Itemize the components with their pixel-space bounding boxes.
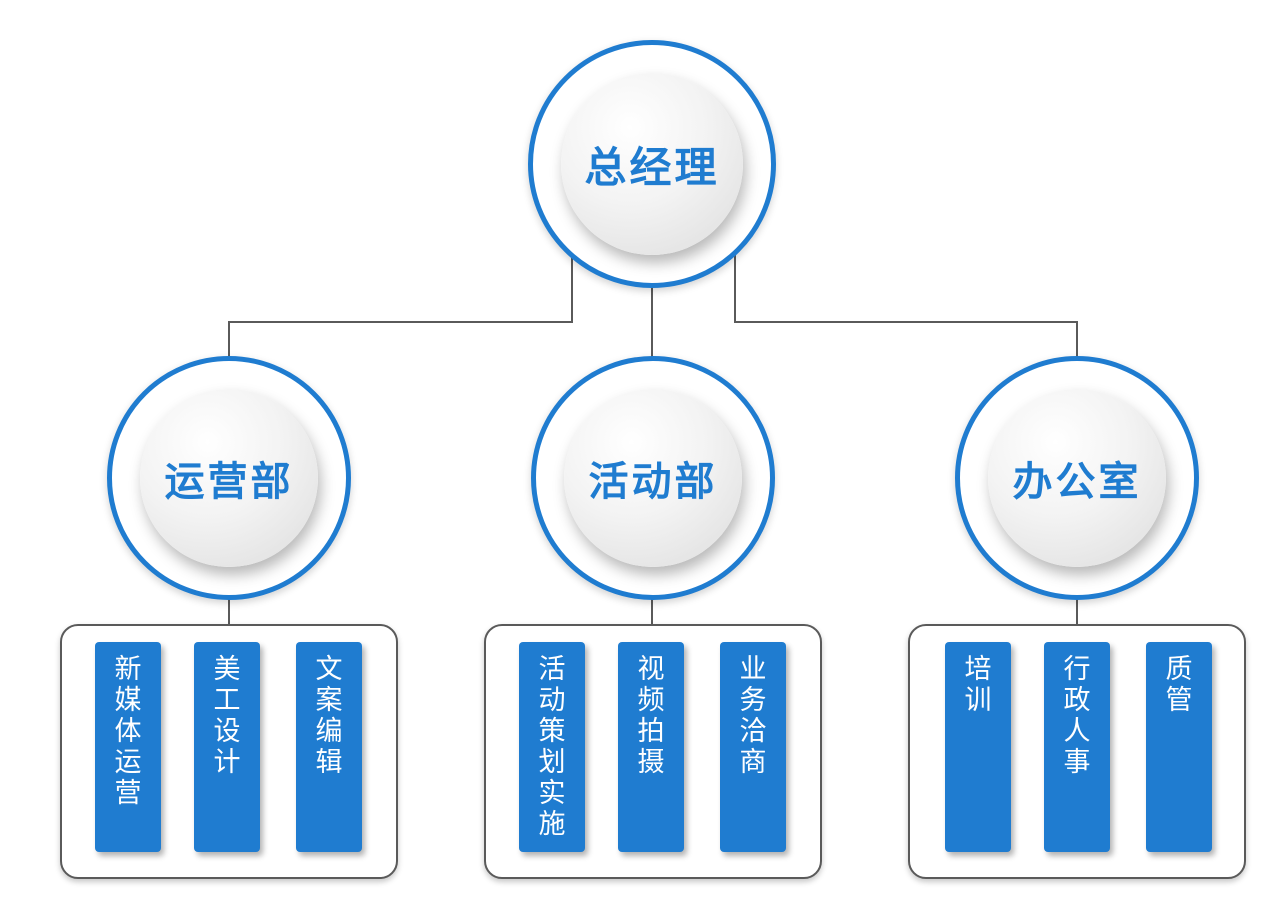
- duty-box[interactable]: 文案编辑: [296, 642, 362, 852]
- duty-group-activities: 活动策划实施 视频拍摄 业务洽商: [484, 624, 822, 879]
- duty-label: 视频拍摄: [637, 654, 665, 778]
- duty-label: 行政人事: [1063, 654, 1091, 778]
- duty-box[interactable]: 活动策划实施: [519, 642, 585, 852]
- root-node[interactable]: 总经理: [528, 40, 776, 288]
- duty-label: 培训: [964, 654, 992, 716]
- duty-box[interactable]: 质管: [1146, 642, 1212, 852]
- duty-box[interactable]: 培训: [945, 642, 1011, 852]
- duty-box[interactable]: 新媒体运营: [95, 642, 161, 852]
- duty-group-office: 培训 行政人事 质管: [908, 624, 1246, 879]
- duty-box[interactable]: 视频拍摄: [618, 642, 684, 852]
- duty-label: 业务洽商: [739, 654, 767, 778]
- dept-node-operations[interactable]: 运营部: [107, 356, 351, 600]
- root-node-label: 总经理: [584, 142, 720, 192]
- dept-node-face: 办公室: [988, 389, 1166, 567]
- duty-group-operations: 新媒体运营 美工设计 文案编辑: [60, 624, 398, 879]
- dept-node-office[interactable]: 办公室: [955, 356, 1199, 600]
- duty-label: 新媒体运营: [114, 654, 142, 809]
- dept-node-label: 办公室: [1012, 459, 1142, 505]
- connector-root-to-dept-1: [228, 250, 573, 360]
- dept-node-face: 运营部: [140, 389, 318, 567]
- root-node-face: 总经理: [561, 73, 743, 255]
- duty-label: 美工设计: [213, 654, 241, 778]
- duty-label: 文案编辑: [315, 654, 343, 778]
- dept-node-face: 活动部: [564, 389, 742, 567]
- dept-node-label: 活动部: [588, 459, 718, 505]
- duty-label: 活动策划实施: [538, 654, 566, 840]
- dept-node-activities[interactable]: 活动部: [531, 356, 775, 600]
- connector-root-to-dept-3: [734, 250, 1078, 360]
- duty-box[interactable]: 美工设计: [194, 642, 260, 852]
- duty-box[interactable]: 行政人事: [1044, 642, 1110, 852]
- duty-box[interactable]: 业务洽商: [720, 642, 786, 852]
- duty-label: 质管: [1165, 654, 1193, 716]
- dept-node-label: 运营部: [164, 459, 294, 505]
